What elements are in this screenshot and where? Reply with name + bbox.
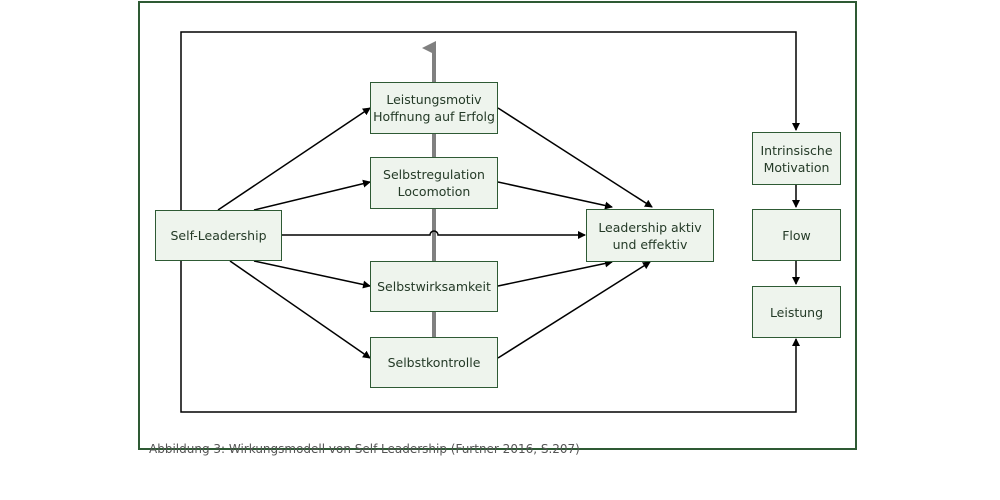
arrow-selbstwirksamkeit-to-leadership bbox=[497, 259, 613, 287]
selbstregulation-label: Selbstregulation Locomotion bbox=[383, 167, 485, 199]
arrow-self-leadership-to-selbstkontrolle bbox=[229, 260, 371, 359]
self-leadership-label: Self-Leadership bbox=[170, 228, 267, 243]
arrow-selbstkontrolle-to-leadership bbox=[497, 261, 651, 359]
arrow-self-leadership-to-selbstwirksamkeit bbox=[253, 260, 371, 289]
flow-label: Flow bbox=[782, 227, 811, 243]
intrinsic-motivation-label: Intrinsische Motivation bbox=[760, 142, 833, 175]
intrinsic-motivation-box: Intrinsische Motivation bbox=[752, 132, 841, 185]
arrow-leistungsmotiv-to-leadership bbox=[497, 107, 653, 208]
arrow-self-leadership-to-leadership bbox=[282, 230, 586, 239]
selbstwirksamkeit-box: Selbstwirksamkeit bbox=[370, 261, 498, 312]
loop-to-intrinsic-motivation bbox=[180, 31, 800, 212]
arrow-self-leadership-to-selbstregulation bbox=[253, 179, 371, 211]
selbstregulation-box: Selbstregulation Locomotion bbox=[370, 157, 498, 209]
self-leadership-box: Self-Leadership bbox=[155, 210, 282, 261]
selbstkontrolle-box: Selbstkontrolle bbox=[370, 337, 498, 388]
selbstkontrolle-label: Selbstkontrolle bbox=[387, 355, 481, 370]
leistungsmotiv-box: Leistungsmotiv Hoffnung auf Erfolg bbox=[370, 82, 498, 134]
flow-box: Flow bbox=[752, 209, 841, 261]
arrow-self-leadership-to-leistungsmotiv bbox=[217, 107, 371, 211]
loop-to-leistung bbox=[180, 260, 800, 413]
leistungsmotiv-label: Leistungsmotiv Hoffnung auf Erfolg bbox=[373, 92, 495, 124]
selbstwirksamkeit-label: Selbstwirksamkeit bbox=[377, 279, 491, 294]
leistung-label: Leistung bbox=[769, 304, 824, 320]
arrow-selbstregulation-to-leadership bbox=[497, 181, 613, 210]
diagram-frame bbox=[138, 1, 857, 450]
leistung-box: Leistung bbox=[752, 286, 841, 338]
leadership-box: Leadership aktiv und effektiv bbox=[586, 209, 714, 262]
leadership-label: Leadership aktiv und effektiv bbox=[598, 219, 702, 252]
figure-caption: Abbildung 3: Wirkungsmodell von Self-Lea… bbox=[149, 442, 580, 456]
